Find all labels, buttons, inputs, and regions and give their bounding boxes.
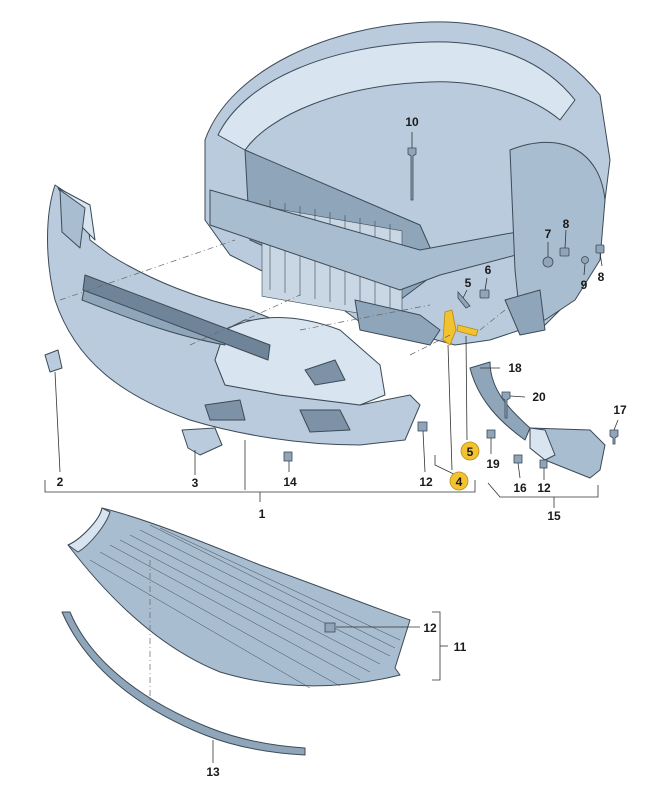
callout-3: 3 — [192, 476, 199, 490]
callout-5-highlight: 5 — [467, 445, 474, 459]
callout-10: 10 — [405, 115, 419, 129]
fog-lamp-cover — [181, 427, 223, 456]
callout-18: 18 — [508, 361, 522, 375]
clip-12a — [417, 421, 428, 432]
callout-4: 4 — [456, 475, 463, 489]
callout-9: 9 — [581, 278, 588, 292]
callout-12-bracket: 12 — [537, 481, 551, 495]
callout-20: 20 — [532, 390, 546, 404]
callout-19: 19 — [486, 457, 500, 471]
side-guide-strip — [469, 361, 531, 441]
highlighted-bracket — [442, 309, 479, 346]
car-front-body — [204, 21, 611, 346]
callout-17: 17 — [613, 403, 627, 417]
leader-lines — [44, 132, 619, 763]
callout-11: 11 — [454, 640, 467, 654]
callouts: 1 2 3 4 5 5 6 7 8 8 9 10 11 12 12 12 13 … — [57, 115, 627, 779]
callout-15: 15 — [547, 509, 561, 523]
nut-7 — [542, 256, 554, 268]
clip-19 — [486, 429, 496, 439]
washer-9 — [581, 256, 589, 264]
clip-8b — [595, 244, 605, 254]
bolt-10 — [407, 147, 417, 201]
callout-5-badge — [460, 441, 480, 461]
clip-14 — [283, 451, 293, 462]
callout-6: 6 — [485, 263, 492, 277]
screw-5 — [457, 290, 471, 309]
callout-14: 14 — [283, 475, 297, 489]
clip-12c — [539, 459, 548, 469]
callout-5: 5 — [465, 276, 472, 290]
callout-2: 2 — [57, 475, 64, 489]
side-bracket — [529, 427, 606, 479]
clip-8a — [559, 247, 570, 257]
bumper-reinforcement — [82, 274, 271, 361]
callout-8-top: 8 — [563, 217, 570, 231]
lower-trim-strip — [61, 611, 306, 756]
callout-13: 13 — [206, 765, 220, 779]
clip-6 — [479, 289, 490, 299]
assembly-guides — [59, 239, 506, 700]
callout-12-grille: 12 — [423, 621, 437, 635]
tow-hook-cap — [44, 349, 63, 373]
fasteners — [283, 147, 619, 633]
callout-1: 1 — [259, 507, 266, 521]
callout-16: 16 — [513, 481, 527, 495]
bolt-17 — [609, 429, 619, 445]
grille-slats — [89, 524, 401, 689]
callout-4-badge — [449, 471, 469, 491]
clip-16 — [513, 454, 523, 464]
callout-12-bumper: 12 — [419, 475, 433, 489]
clip-12b — [324, 622, 336, 633]
callout-8-right: 8 — [598, 270, 605, 284]
callout-7: 7 — [545, 227, 552, 241]
bolt-20 — [501, 391, 511, 419]
lower-grille — [67, 507, 411, 689]
